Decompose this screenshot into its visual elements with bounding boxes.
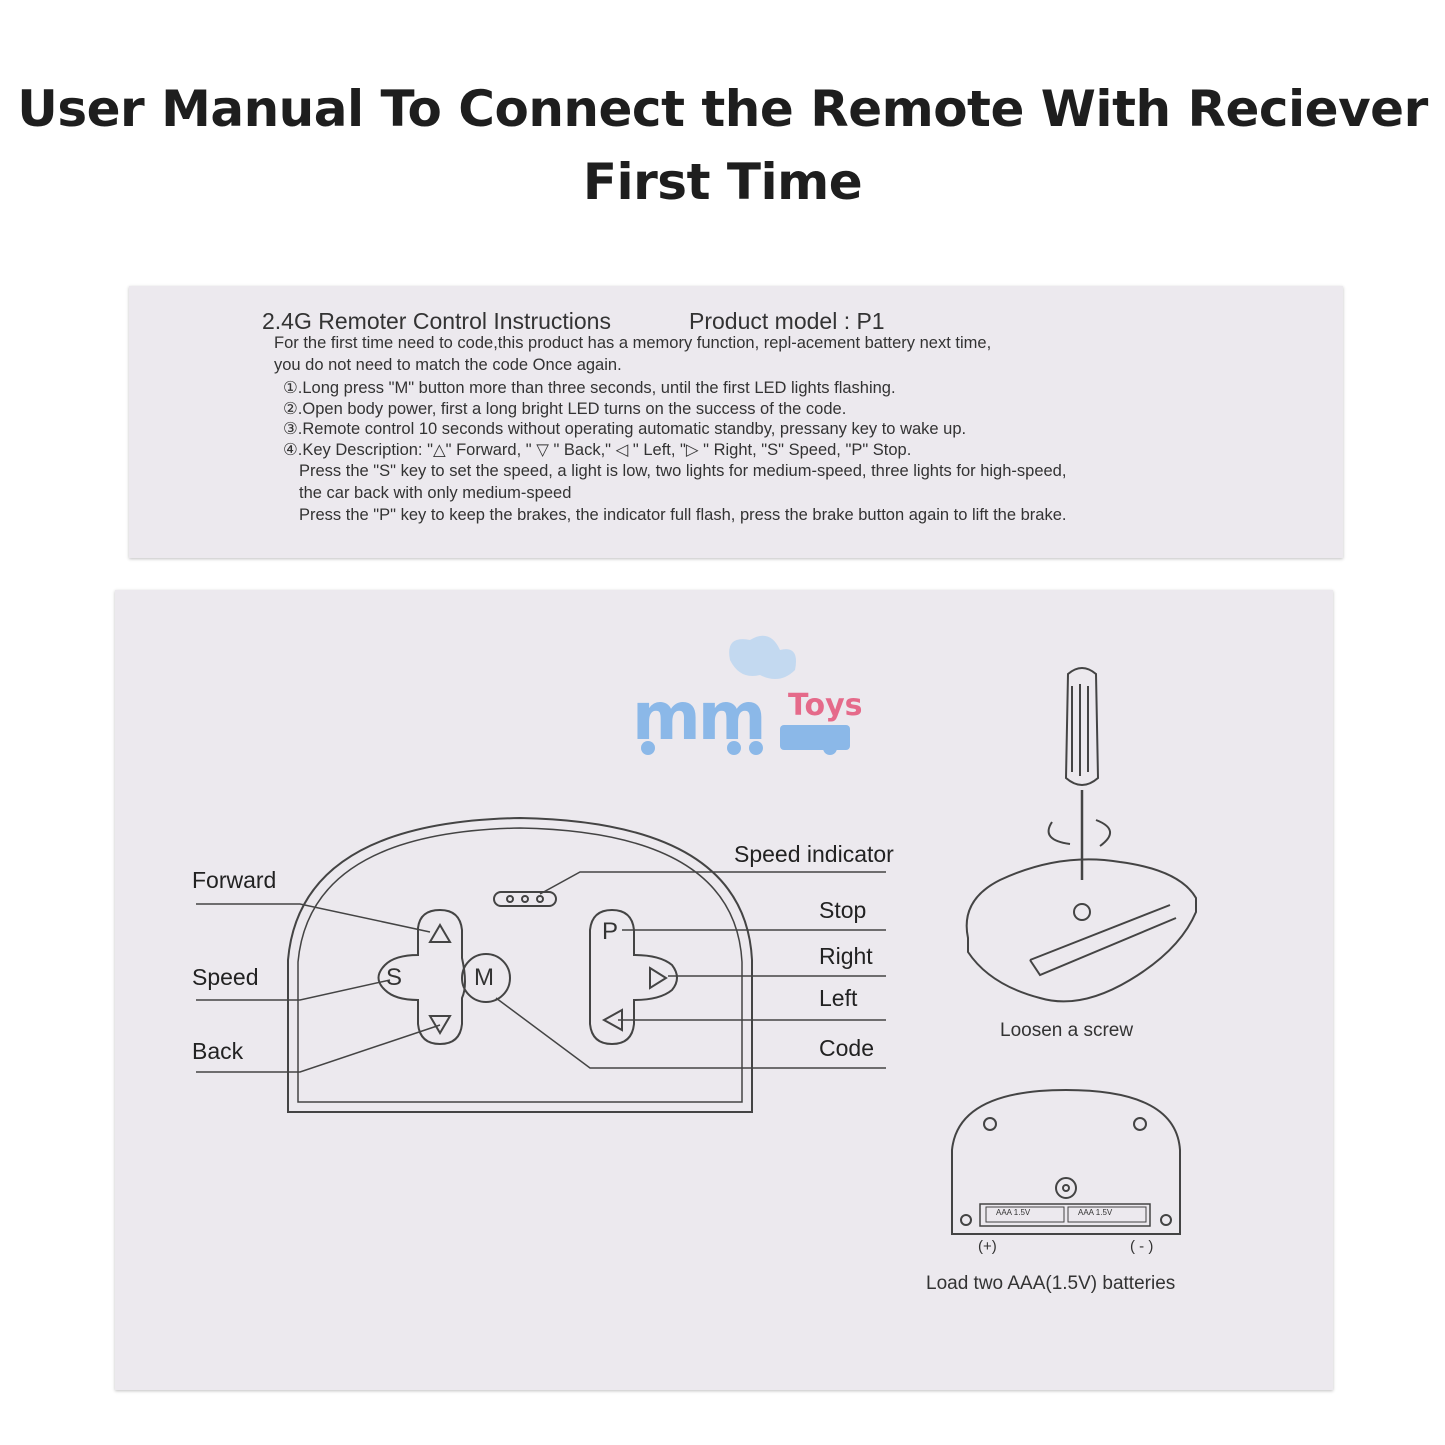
logo-badge-text: Toys	[788, 688, 863, 723]
caption-load-batteries: Load two AAA(1.5V) batteries	[926, 1273, 1176, 1294]
polarity-plus: (+)	[978, 1238, 997, 1255]
page-title-line-1: User Manual To Connect the Remote With R…	[17, 80, 1428, 138]
instructions-heading: 2.4G Remoter Control Instructions	[262, 308, 611, 334]
step-4: ④.Key Description: "△" Forward, " ▽ " Ba…	[283, 441, 912, 459]
mm-toys-logo: mm Toys	[630, 630, 870, 770]
diagram-card	[115, 590, 1333, 1390]
p-button: P	[602, 918, 619, 945]
label-right: Right	[819, 943, 873, 969]
label-code: Code	[819, 1035, 874, 1061]
remote-back-view	[965, 858, 1197, 1003]
m-button	[461, 953, 511, 1003]
intro-line-1: For the first time need to code,this pro…	[274, 334, 992, 352]
battery-label-1: AAA 1.5V	[996, 1208, 1031, 1217]
right-dpad	[589, 908, 678, 1046]
left-dpad	[377, 908, 466, 1046]
label-back: Back	[192, 1038, 244, 1064]
s-button: S	[386, 964, 403, 991]
speed-indicator-lights	[493, 891, 557, 907]
label-speed-indicator: Speed indicator	[734, 841, 894, 867]
label-forward: Forward	[192, 867, 277, 893]
label-left: Left	[819, 985, 858, 1011]
caption-loosen-screw: Loosen a screw	[1000, 1020, 1134, 1041]
page-title-line-2: First Time	[582, 153, 863, 211]
step-2: ②.Open body power, first a long bright L…	[283, 400, 847, 418]
step-1: ①.Long press "M" button more than three …	[283, 379, 896, 397]
m-button-label: M	[474, 964, 494, 991]
battery-label-2: AAA 1.5V	[1078, 1208, 1113, 1217]
label-speed: Speed	[192, 964, 259, 990]
remote-outline	[287, 816, 753, 1113]
polarity-minus: ( - )	[1130, 1238, 1154, 1255]
step-3: ③.Remote control 10 seconds without oper…	[283, 420, 967, 438]
speed-note-2: the car back with only medium-speed	[299, 484, 572, 502]
product-model: Product model : P1	[689, 308, 885, 334]
brake-note: Press the "P" key to keep the brakes, th…	[299, 506, 1067, 524]
intro-line-2: you do not need to match the code Once a…	[274, 356, 622, 374]
logo-graphic	[641, 635, 850, 755]
battery-compartment	[951, 1088, 1181, 1235]
screwdriver	[1064, 667, 1100, 786]
speed-note-1: Press the "S" key to set the speed, a li…	[299, 462, 1067, 480]
label-stop: Stop	[819, 897, 867, 923]
instructions-card: 2.4G Remoter Control Instructions Produc…	[129, 286, 1343, 558]
logo-brand-text: mm	[632, 678, 767, 755]
